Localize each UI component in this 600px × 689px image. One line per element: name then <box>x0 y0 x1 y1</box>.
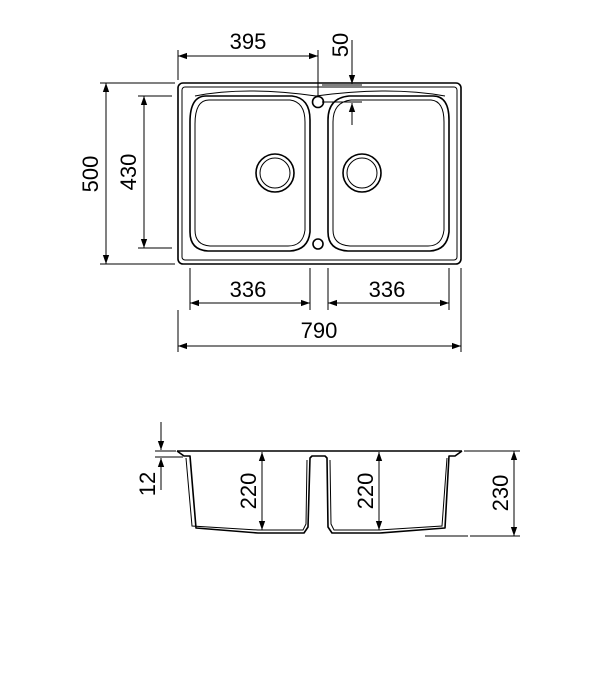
side-view: 12 220 220 230 <box>135 422 520 537</box>
dim-label-430: 430 <box>116 154 141 191</box>
left-bowl-inner-line <box>194 99 306 247</box>
dim-label-500: 500 <box>78 156 103 193</box>
sink-rim-inner-line <box>181 86 458 261</box>
dim-label-336-right: 336 <box>369 277 406 302</box>
left-drain-inner-icon <box>259 157 291 189</box>
right-bowl-outline <box>327 95 450 252</box>
dim-label-12: 12 <box>135 472 160 496</box>
dim-label-336-left: 336 <box>230 277 267 302</box>
right-bowl-inner-line <box>332 99 445 247</box>
dim-label-395: 395 <box>230 29 267 54</box>
dim-label-220-right: 220 <box>353 473 378 510</box>
sink-section-profile <box>176 450 463 534</box>
left-drain-icon <box>255 153 295 193</box>
sink-section-inner-profile <box>185 457 448 531</box>
sink-outer-rim <box>177 82 462 265</box>
sink-center-ridge <box>194 90 446 97</box>
right-drain-inner-icon <box>346 157 378 189</box>
dim-label-50: 50 <box>328 33 353 57</box>
right-drain-icon <box>342 153 382 193</box>
top-view: 395 50 500 430 336 336 790 <box>78 29 462 352</box>
dim-label-220-left: 220 <box>236 473 261 510</box>
tap-hole-icon <box>311 95 325 109</box>
dim-label-230: 230 <box>488 475 513 512</box>
left-bowl-outline <box>189 95 311 252</box>
overflow-hole-icon <box>312 238 324 250</box>
dim-label-790: 790 <box>301 318 338 343</box>
